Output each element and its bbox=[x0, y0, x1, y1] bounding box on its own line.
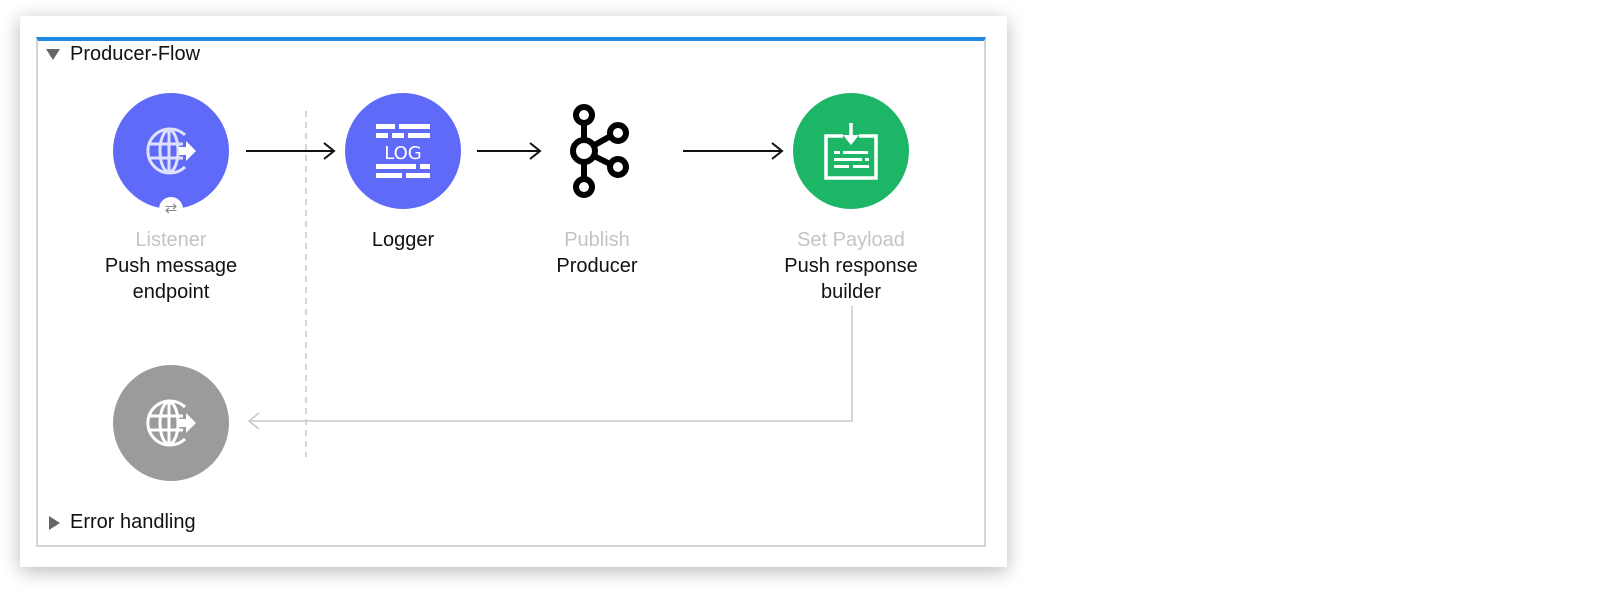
response-circle[interactable] bbox=[113, 365, 229, 481]
node-type: Set Payload bbox=[797, 229, 905, 251]
logger-node[interactable]: LOG Logger bbox=[303, 93, 503, 253]
publish-icon-wrap[interactable] bbox=[539, 93, 655, 209]
node-type: Publish bbox=[564, 229, 630, 251]
return-arrow bbox=[247, 306, 853, 430]
log-icon: LOG bbox=[376, 124, 430, 178]
listener-circle[interactable]: ⇄ bbox=[113, 93, 229, 221]
error-handling-label: Error handling bbox=[70, 511, 196, 533]
collapse-triangle-icon[interactable] bbox=[46, 49, 60, 60]
set-payload-icon bbox=[824, 123, 878, 180]
globe-arrow-icon bbox=[146, 399, 196, 447]
expand-triangle-icon[interactable] bbox=[49, 515, 60, 530]
node-name-line1: Producer bbox=[556, 255, 638, 277]
node-name-line2: builder bbox=[820, 281, 882, 303]
error-handling-header[interactable]: Error handling bbox=[46, 511, 196, 534]
node-name-line1: Push response bbox=[784, 255, 918, 277]
arrow-logger-publish bbox=[477, 142, 542, 160]
svg-text:LOG: LOG bbox=[384, 143, 422, 164]
flow-container bbox=[36, 37, 986, 547]
globe-arrow-icon bbox=[146, 127, 196, 175]
node-name-line1: Push message bbox=[104, 255, 238, 277]
node-type: Listener bbox=[135, 229, 207, 251]
listener-response-node[interactable] bbox=[71, 365, 271, 481]
arrow-publish-setpayload bbox=[683, 142, 784, 160]
set-payload-node[interactable]: Set Payload Push response builder bbox=[751, 93, 951, 305]
flow-header[interactable]: Producer-Flow bbox=[46, 43, 200, 66]
listener-node[interactable]: ⇄ Listener Push message endpoint bbox=[71, 93, 271, 305]
node-name-line2: endpoint bbox=[132, 281, 210, 303]
node-name-line1: Logger bbox=[371, 229, 435, 251]
flow-title: Producer-Flow bbox=[70, 43, 201, 65]
two-way-arrows-icon: ⇄ bbox=[159, 197, 183, 221]
kafka-icon bbox=[570, 104, 629, 198]
set-payload-circle[interactable] bbox=[793, 93, 909, 209]
arrow-listener-logger bbox=[246, 142, 336, 160]
logger-circle[interactable]: LOG bbox=[345, 93, 461, 209]
publish-node[interactable]: Publish Producer bbox=[497, 93, 697, 279]
